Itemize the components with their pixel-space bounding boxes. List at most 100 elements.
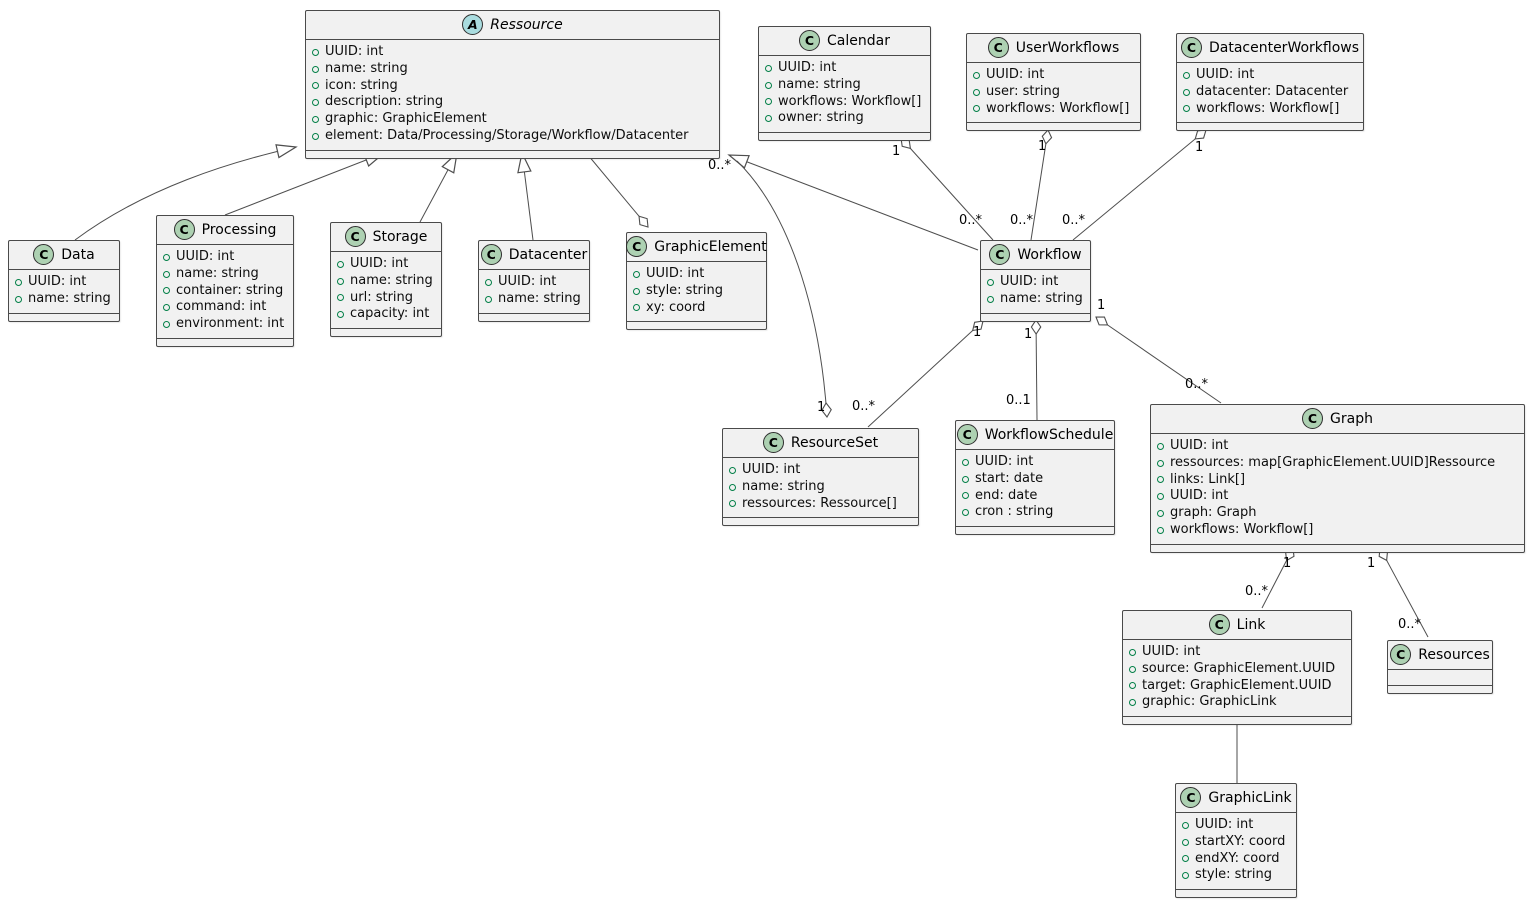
class-ressource: A Ressource UUID: int name: string icon:… bbox=[305, 10, 720, 159]
attribute: name: string bbox=[312, 61, 711, 78]
class-badge-icon: C bbox=[1208, 614, 1230, 635]
class-header: C Workflow bbox=[981, 241, 1090, 270]
field-visibility-icon bbox=[765, 98, 772, 106]
mult-workflow-side-dcwf: 0..* bbox=[1062, 213, 1086, 228]
methods-compartment bbox=[1388, 686, 1492, 693]
attribute-text: graphic: GraphicLink bbox=[1142, 694, 1277, 710]
field-visibility-icon bbox=[337, 260, 344, 268]
class-header: C Link bbox=[1123, 611, 1351, 640]
attribute-text: UUID: int bbox=[742, 462, 801, 477]
field-visibility-icon bbox=[337, 294, 344, 302]
class-header: C Processing bbox=[157, 216, 293, 245]
field-visibility-icon bbox=[987, 278, 994, 286]
attribute: datacenter: Datacenter bbox=[1183, 84, 1355, 101]
attribute-list: UUID: int name: string url: string capac… bbox=[331, 252, 441, 330]
class-header: C Datacenter bbox=[479, 241, 589, 270]
class-data: C Data UUID: int name: string bbox=[8, 240, 120, 322]
class-graphicelement: C GraphicElement UUID: int style: string… bbox=[626, 232, 767, 331]
attribute: cron : string bbox=[962, 504, 1106, 521]
attribute: style: string bbox=[1182, 867, 1288, 884]
class-name: Graph bbox=[1330, 410, 1373, 427]
class-workflowschedule: C WorkflowSchedule UUID: int start: date… bbox=[955, 420, 1115, 536]
attribute-text: UUID: int bbox=[1170, 438, 1229, 453]
class-link: C Link UUID: int source: GraphicElement.… bbox=[1122, 610, 1352, 726]
field-visibility-icon bbox=[163, 270, 170, 278]
attribute-list: UUID: int ressources: map[GraphicElement… bbox=[1151, 434, 1524, 545]
attribute: workflows: Workflow[] bbox=[1157, 522, 1516, 539]
attribute-list: UUID: int name: string bbox=[479, 270, 589, 314]
field-visibility-icon bbox=[973, 105, 980, 113]
class-header: C WorkflowSchedule bbox=[956, 421, 1114, 450]
class-badge-icon: C bbox=[173, 219, 195, 240]
attribute-list: UUID: int user: string workflows: Workfl… bbox=[967, 63, 1140, 124]
field-visibility-icon bbox=[1182, 855, 1189, 863]
methods-compartment bbox=[479, 314, 589, 321]
class-name: WorkflowSchedule bbox=[984, 426, 1114, 443]
attribute-text: style: string bbox=[646, 282, 724, 298]
class-header: C DatacenterWorkflows bbox=[1177, 34, 1363, 63]
class-badge-icon: C bbox=[762, 432, 784, 453]
field-visibility-icon bbox=[1157, 510, 1164, 518]
field-visibility-icon bbox=[1182, 872, 1189, 880]
class-name: Datacenter bbox=[508, 246, 588, 263]
field-visibility-icon bbox=[485, 295, 492, 303]
field-visibility-icon bbox=[163, 253, 170, 261]
methods-compartment bbox=[9, 314, 119, 321]
field-visibility-icon bbox=[15, 295, 22, 303]
attribute-text: name: string bbox=[1000, 290, 1083, 306]
attribute: UUID: int bbox=[163, 249, 285, 266]
attribute: ressources: Ressource[] bbox=[729, 496, 910, 513]
attribute: name: string bbox=[163, 266, 285, 283]
attribute-text: capacity: int bbox=[350, 306, 430, 322]
class-badge-icon: C bbox=[1302, 408, 1324, 429]
attribute-text: name: string bbox=[742, 478, 825, 494]
field-visibility-icon bbox=[1182, 821, 1189, 829]
methods-compartment bbox=[1123, 717, 1351, 724]
field-visibility-icon bbox=[729, 500, 736, 508]
attribute-text: UUID: int bbox=[1195, 817, 1254, 832]
class-datacenter: C Datacenter UUID: int name: string bbox=[478, 240, 590, 322]
mult-resourceset-side-ressource: 1 bbox=[817, 400, 826, 415]
class-calendar: C Calendar UUID: int name: string workfl… bbox=[758, 26, 931, 142]
field-visibility-icon bbox=[1157, 493, 1164, 501]
edge-workflow-resourceset bbox=[867, 320, 984, 428]
attribute: source: GraphicElement.UUID bbox=[1129, 661, 1343, 678]
mult-workflow-side-resourceset: 1 bbox=[973, 325, 982, 340]
attribute-text: datacenter: Datacenter bbox=[1196, 83, 1349, 99]
attribute: icon: string bbox=[312, 78, 711, 95]
field-visibility-icon bbox=[15, 278, 22, 286]
attribute: UUID: int bbox=[485, 274, 581, 291]
class-name: Ressource bbox=[490, 16, 563, 33]
field-visibility-icon bbox=[729, 466, 736, 474]
attribute-list: UUID: int datacenter: Datacenter workflo… bbox=[1177, 63, 1363, 124]
attribute: UUID: int bbox=[973, 67, 1132, 84]
class-processing: C Processing UUID: int name: string cont… bbox=[156, 215, 294, 347]
mult-graph-side-resources: 1 bbox=[1367, 556, 1376, 571]
class-name: UserWorkflows bbox=[1015, 39, 1120, 56]
mult-schedule-side: 0..1 bbox=[1006, 393, 1031, 408]
class-header: A Ressource bbox=[306, 11, 719, 40]
mult-ressource-side-resourceset: 0..* bbox=[708, 158, 732, 173]
attribute: workflows: Workflow[] bbox=[1183, 101, 1355, 118]
field-visibility-icon bbox=[1182, 838, 1189, 846]
attribute: UUID: int bbox=[312, 44, 711, 61]
class-datacenterworkflows: C DatacenterWorkflows UUID: int datacent… bbox=[1176, 33, 1364, 132]
class-name: DatacenterWorkflows bbox=[1208, 39, 1360, 56]
attribute-text: endXY: coord bbox=[1195, 850, 1280, 866]
attribute-text: workflows: Workflow[] bbox=[986, 100, 1130, 116]
edge-ressource-resourceset bbox=[736, 160, 832, 418]
attribute-text: ressources: map[GraphicElement.UUID]Ress… bbox=[1170, 454, 1496, 470]
attribute: UUID: int bbox=[729, 462, 910, 479]
field-visibility-icon bbox=[1129, 699, 1136, 707]
methods-compartment bbox=[981, 314, 1090, 321]
class-name: ResourceSet bbox=[790, 434, 879, 451]
class-header: C Storage bbox=[331, 223, 441, 252]
mult-link-side: 0..* bbox=[1245, 584, 1269, 599]
class-badge-icon: C bbox=[33, 244, 55, 265]
field-visibility-icon bbox=[1129, 682, 1136, 690]
attribute-text: UUID: int bbox=[778, 60, 837, 75]
methods-compartment bbox=[956, 527, 1114, 534]
mult-workflow-side-userwf: 0..* bbox=[1010, 213, 1034, 228]
edge-graph-link bbox=[1261, 547, 1295, 609]
attribute-text: ressources: Ressource[] bbox=[742, 495, 897, 511]
